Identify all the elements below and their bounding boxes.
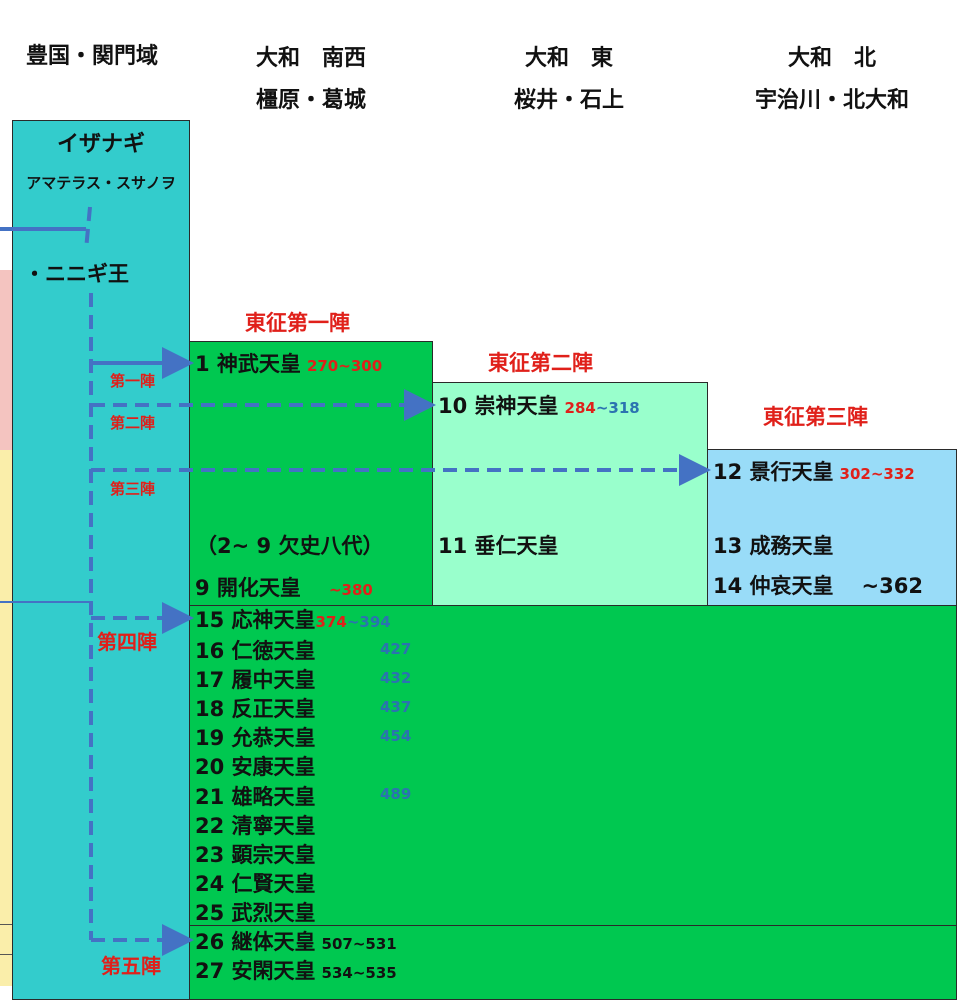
year-ingyo: 454 — [380, 727, 412, 746]
emperor-ankan: 27 安閑天皇 534~535 — [195, 955, 397, 985]
emperor-suinin: 11 垂仁天皇 — [438, 534, 559, 558]
lower-year-list: 427 432 437 454 489 — [380, 635, 411, 810]
year-anko — [380, 751, 411, 780]
emperor-kaika: 9 開化天皇 ~380 — [195, 572, 373, 602]
emperor-sujin-year-end: ~318 — [595, 399, 640, 417]
header-yamato-east: 大和 東 桜井・石上 — [494, 38, 644, 122]
emperor-anko: 20 安康天皇 — [195, 755, 316, 780]
emperor-nintoku: 16 仁徳天皇 — [195, 639, 316, 664]
header-yamato-north: 大和 北 宇治川・北大和 — [742, 38, 922, 122]
year-richu: 432 — [380, 669, 412, 688]
emperor-richu: 17 履中天皇 — [195, 668, 316, 693]
emperor-chuai-name: 14 仲哀天皇 — [713, 574, 834, 598]
emperor-seimu: 13 成務天皇 — [713, 534, 834, 558]
emperor-buretsu: 25 武烈天皇 — [195, 900, 316, 925]
emperor-ojin: 15 応神天皇374~394 — [195, 606, 391, 637]
left-cream-strip — [0, 450, 13, 986]
emperor-ninken: 24 仁賢天皇 — [195, 871, 316, 896]
header-yamato-north-line2: 宇治川・北大和 — [754, 88, 909, 113]
north-box — [707, 449, 957, 606]
emperor-sujin-name: 10 崇神天皇 — [438, 394, 559, 418]
header-yamato-east-line1: 大和 東 — [524, 46, 613, 71]
emperor-keiko-years: 302~332 — [839, 465, 915, 483]
emperor-hanzei: 18 反正天皇 — [195, 697, 316, 722]
emperor-jimmu-years: 270~300 — [306, 357, 383, 375]
emperor-keitai-years: 507~531 — [321, 935, 397, 953]
phase-first: 第一陣 — [110, 372, 156, 390]
emperor-keitai: 26 継体天皇 507~531 — [195, 926, 397, 956]
campaign-first-title: 東征第一陣 — [245, 311, 350, 335]
year-hanzei: 437 — [380, 698, 412, 717]
header-toyokuni: 豊国・関門域 — [22, 38, 162, 70]
southwest-box — [189, 341, 433, 606]
campaign-third-title: 東征第三陣 — [763, 405, 868, 429]
emperor-chuai-years: ~362 — [861, 574, 923, 598]
emperor-ojin-year-start: 374 — [315, 613, 347, 631]
kesshi-hachidai: （2~ 9 欠史八代） — [196, 534, 384, 558]
emperor-ojin-name: 15 応神天皇 — [195, 608, 316, 632]
emperor-ojin-year-end: ~394 — [346, 613, 391, 631]
emperor-jimmu-name: 1 神武天皇 — [195, 352, 301, 376]
emperor-kaika-name: 9 開化天皇 — [195, 576, 301, 600]
phase-third: 第三陣 — [110, 480, 156, 498]
lower-emperor-list: 15 応神天皇374~394 16 仁徳天皇 17 履中天皇 18 反正天皇 1… — [195, 606, 391, 928]
east-box — [432, 382, 708, 606]
header-yamato-southwest: 大和 南西 橿原・葛城 — [236, 38, 386, 122]
left-divider-1 — [0, 924, 13, 925]
left-divider-2 — [0, 954, 13, 955]
header-yamato-east-line2: 桜井・石上 — [513, 88, 624, 113]
header-toyokuni-line1: 豊国・関門域 — [25, 44, 158, 69]
emperor-sujin: 10 崇神天皇 284~318 — [438, 390, 640, 420]
emperor-seinei: 22 清寧天皇 — [195, 813, 316, 838]
lower-box — [189, 605, 957, 926]
year-nintoku: 427 — [380, 640, 412, 658]
phase-fifth: 第五陣 — [101, 954, 161, 978]
header-yamato-southwest-line2: 橿原・葛城 — [255, 88, 366, 113]
emperor-kaika-years: ~380 — [328, 581, 373, 599]
emperor-sujin-year-start: 284 — [564, 399, 596, 417]
amaterasu-susanoo-label: アマテラス・スサノヲ — [26, 174, 176, 192]
emperor-keitai-name: 26 継体天皇 — [195, 930, 316, 954]
emperor-keiko-name: 12 景行天皇 — [713, 460, 834, 484]
phase-second: 第二陣 — [110, 414, 156, 432]
emperor-ingyo: 19 允恭天皇 — [195, 726, 316, 751]
header-yamato-north-line1: 大和 北 — [787, 46, 876, 71]
left-pink-strip — [0, 270, 13, 450]
emperor-jimmu: 1 神武天皇 270~300 — [195, 348, 382, 378]
year-yuryaku: 489 — [380, 785, 412, 804]
emperor-ankan-years: 534~535 — [321, 964, 397, 982]
emperor-chuai: 14 仲哀天皇 ~362 — [713, 570, 923, 600]
emperor-ankan-name: 27 安閑天皇 — [195, 959, 316, 983]
ninigi-label: ・ニニギ王 — [24, 262, 129, 286]
emperor-keiko: 12 景行天皇 302~332 — [713, 456, 915, 486]
campaign-second-title: 東征第二陣 — [488, 351, 593, 375]
izanagi-label: イザナギ — [56, 132, 145, 157]
emperor-yuryaku: 21 雄略天皇 — [195, 784, 316, 809]
header-yamato-southwest-line1: 大和 南西 — [255, 46, 366, 71]
phase-fourth: 第四陣 — [97, 630, 157, 654]
emperor-kenzo: 23 顕宗天皇 — [195, 842, 316, 867]
toyokuni-column — [12, 120, 190, 1000]
